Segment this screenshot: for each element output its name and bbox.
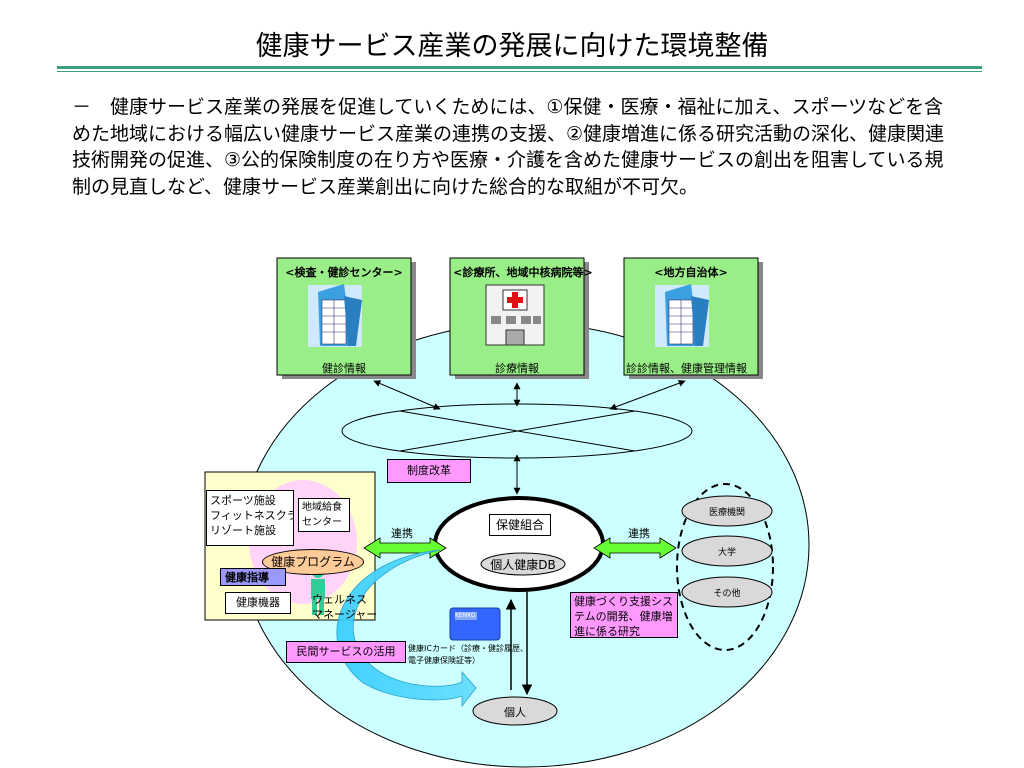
private-service-box: 民間サービスの活用	[286, 641, 406, 663]
individual-node	[472, 696, 558, 726]
top-box-heading-checkup: <検査・健診センター>	[285, 266, 403, 279]
top-box-clinic	[449, 257, 589, 379]
center-ellipse	[433, 496, 605, 592]
title-underline-thin	[57, 71, 982, 72]
renkei-right-label: 連携	[628, 527, 650, 540]
top-box-label-clinic: 診療情報	[495, 362, 539, 375]
research-box: 健康づくり支援システムの開発、健康増進に係る研究	[570, 592, 678, 638]
top-box-label-municipality: 診診情報、健康管理情報	[626, 362, 747, 375]
hospital-building-icon	[485, 284, 545, 346]
intro-paragraph: － 健康サービス産業の発展を促進していくためには、①保健・医療・福祉に加え、スポ…	[72, 96, 945, 198]
office-building-icon	[308, 284, 362, 347]
top-box-heading-municipality: <地方自治体>	[654, 266, 728, 279]
reform-label: 制度改革	[387, 459, 471, 483]
node-university: 大学	[717, 548, 736, 558]
office-building-icon	[655, 284, 709, 347]
link-arrow-right	[593, 537, 677, 559]
ic-card-text: KENKO	[455, 612, 476, 619]
insurance-union-box: 保健組合	[489, 514, 551, 536]
personal-health-db-label: 個人健康DB	[490, 558, 556, 572]
lunch-center-box: 地域給食 センター	[298, 498, 350, 532]
title-underline	[57, 66, 982, 69]
sports-facilities-box: スポーツ施設 フィットネスクラブ リゾート施設	[206, 490, 294, 546]
service-flow-arrow	[336, 549, 477, 708]
renkei-left-label: 連携	[391, 527, 413, 540]
top-box-label-checkup: 健診情報	[322, 362, 366, 375]
ic-card-label: 健康ICカード（診療・健診履歴、電子健康保険証等）	[408, 644, 528, 665]
health-equipment-box: 健康機器	[225, 592, 291, 614]
partner-cluster	[676, 483, 774, 651]
individual-label: 個人	[504, 706, 526, 719]
wellness-manager-label: ウェルネス マネージャー	[312, 593, 378, 621]
node-medical-institution: 医療機関	[708, 508, 745, 518]
page-title: 健康サービス産業の発展に向けた環境整備	[255, 31, 769, 62]
node-other: その他	[713, 589, 741, 599]
health-guidance-box: 健康指導	[220, 568, 286, 586]
top-box-heading-clinic: <診療所、地域中核病院等>	[453, 266, 593, 279]
